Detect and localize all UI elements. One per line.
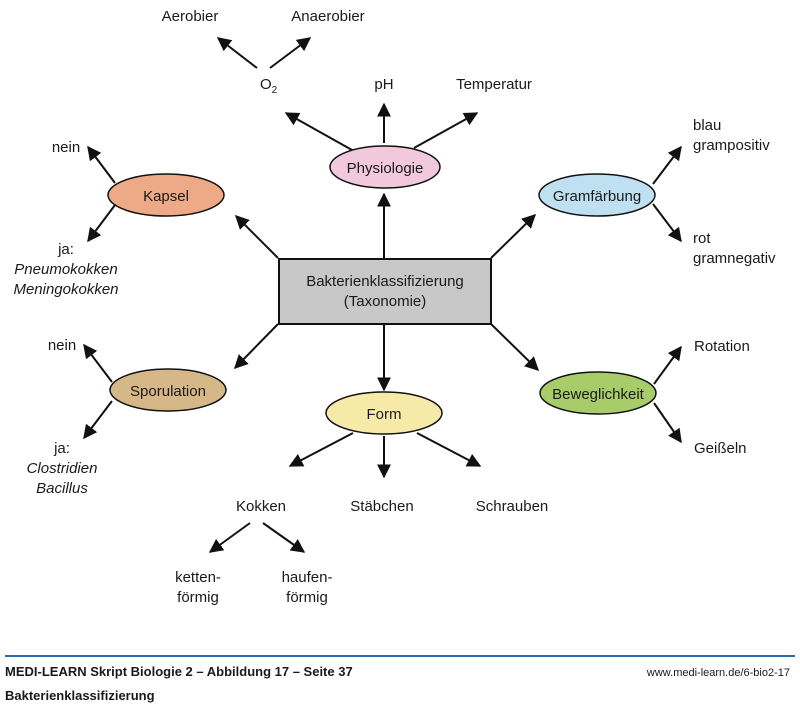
beweglichkeit-ellipse bbox=[539, 371, 657, 415]
gram-ellipse bbox=[538, 173, 656, 217]
edge-beweglichkeit-geisseln bbox=[653, 402, 682, 444]
leaf-kapsel-ja: ja: bbox=[57, 241, 74, 258]
leaf-kapsel-meningokokken: Meningokokken bbox=[13, 281, 118, 298]
leaf-kettenfoermig-line1: ketten- bbox=[175, 569, 221, 586]
leaf-kapsel-pneumokokken: Pneumokokken bbox=[14, 261, 117, 278]
sporulation-label: Sporulation bbox=[130, 383, 206, 400]
edge-kokken-haufen bbox=[262, 522, 306, 553]
leaf-gram-rot: rot bbox=[693, 230, 711, 247]
leaf-sporulation-clostridien: Clostridien bbox=[27, 460, 98, 477]
edge-center-kapsel bbox=[235, 215, 279, 259]
leaf-ph: pH bbox=[374, 76, 393, 93]
physiologie-ellipse bbox=[329, 145, 441, 189]
edge-center-sporulation bbox=[234, 323, 279, 370]
leaf-anaerobier: Anaerobier bbox=[291, 8, 364, 25]
o2-main: O bbox=[260, 76, 272, 93]
kapsel-ellipse bbox=[107, 173, 225, 217]
leaf-rotation: Rotation bbox=[694, 338, 750, 355]
edge-center-gram bbox=[490, 214, 537, 259]
node-beweglichkeit: Beweglichkeit bbox=[539, 371, 657, 415]
leaf-aerobier: Aerobier bbox=[162, 8, 219, 25]
leaf-temperatur: Temperatur bbox=[456, 76, 532, 93]
physiologie-label: Physiologie bbox=[347, 160, 424, 177]
taxonomy-diagram: Bakterienklassifizierung (Taxonomie) Phy… bbox=[13, 8, 776, 606]
leaf-sporulation-ja: ja: bbox=[53, 440, 70, 457]
footer-divider bbox=[5, 655, 795, 657]
edge-o2-aerobier bbox=[216, 37, 258, 69]
edge-center-beweglichkeit bbox=[490, 323, 540, 371]
node-gramfaerbung: Gramfärbung bbox=[538, 173, 656, 217]
leaf-gram-blau: blau bbox=[693, 117, 721, 134]
center-label-line2: (Taxonomie) bbox=[344, 293, 427, 310]
edge-gram-blau bbox=[652, 145, 682, 185]
edge-beweglichkeit-rotation bbox=[653, 345, 682, 385]
footer-subtitle: Bakterienklassifizierung bbox=[5, 688, 155, 703]
o2-subscript: 2 bbox=[272, 85, 278, 96]
leaf-geisseln: Geißeln bbox=[694, 440, 747, 457]
leaf-staebchen: Stäbchen bbox=[350, 498, 413, 515]
node-sporulation: Sporulation bbox=[109, 368, 227, 412]
center-box bbox=[278, 258, 492, 325]
center-node: Bakterienklassifizierung (Taxonomie) bbox=[278, 258, 492, 325]
edge-o2-anaerobier bbox=[269, 37, 312, 69]
leaf-sporulation-nein: nein bbox=[48, 337, 76, 354]
center-label-line1: Bakterienklassifizierung bbox=[306, 273, 464, 290]
node-kapsel: Kapsel bbox=[107, 173, 225, 217]
leaf-o2: O2 bbox=[260, 76, 278, 96]
edge-kokken-ketten bbox=[208, 522, 251, 553]
edge-sporulation-nein bbox=[83, 343, 113, 383]
leaf-gram-gramnegativ: gramnegativ bbox=[693, 250, 776, 267]
edge-sporulation-ja bbox=[83, 400, 113, 440]
kapsel-label: Kapsel bbox=[143, 188, 189, 205]
leaf-haufenfoermig-line1: haufen- bbox=[282, 569, 333, 586]
edge-physiologie-temperatur bbox=[413, 112, 479, 149]
leaf-kokken: Kokken bbox=[236, 498, 286, 515]
footer-url[interactable]: www.medi-learn.de/6-bio2-17 bbox=[646, 667, 790, 679]
leaf-kapsel-nein: nein bbox=[52, 139, 80, 156]
leaf-sporulation-bacillus: Bacillus bbox=[36, 480, 88, 497]
leaf-haufenfoermig-line2: förmig bbox=[286, 589, 328, 606]
node-form: Form bbox=[325, 391, 443, 435]
edge-form-schrauben bbox=[416, 432, 482, 467]
beweglichkeit-label: Beweglichkeit bbox=[552, 386, 645, 403]
edge-kapsel-ja bbox=[87, 204, 116, 243]
edge-form-kokken bbox=[288, 432, 354, 467]
leaf-gram-grampositiv: grampositiv bbox=[693, 137, 770, 154]
form-ellipse bbox=[325, 391, 443, 435]
edge-physiologie-o2 bbox=[284, 112, 353, 151]
edge-kapsel-nein bbox=[87, 145, 116, 184]
footer-title: MEDI-LEARN Skript Biologie 2 – Abbildung… bbox=[5, 664, 353, 679]
leaf-schrauben: Schrauben bbox=[476, 498, 549, 515]
node-physiologie: Physiologie bbox=[329, 145, 441, 189]
gram-label: Gramfärbung bbox=[553, 188, 641, 205]
sporulation-ellipse bbox=[109, 368, 227, 412]
edge-gram-rot bbox=[652, 203, 682, 243]
leaf-kettenfoermig-line2: förmig bbox=[177, 589, 219, 606]
form-label: Form bbox=[367, 406, 402, 423]
